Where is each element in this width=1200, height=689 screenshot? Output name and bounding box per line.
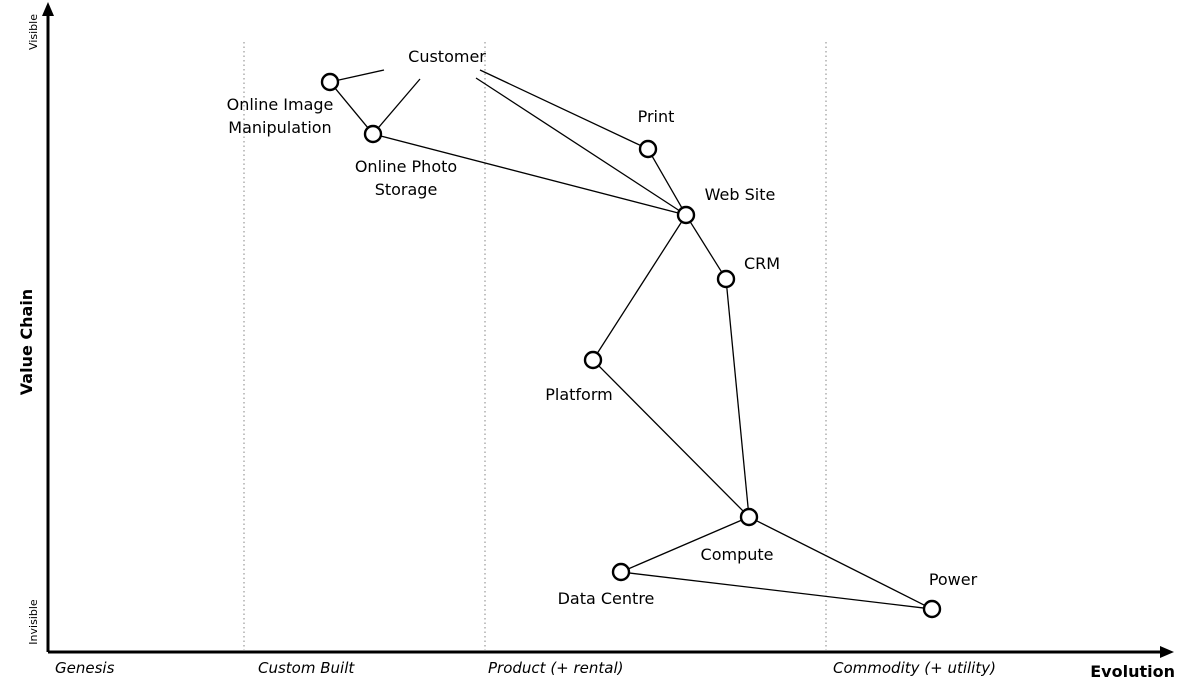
link-crm-to-compute [726, 286, 749, 510]
link-compute-to-data-centre [628, 519, 742, 570]
stage-label-product: Product (+ rental) [488, 659, 624, 677]
label-compute: Compute [701, 545, 774, 564]
label-line: Power [929, 570, 978, 589]
link-customer-to-online-photo-storage [377, 78, 421, 129]
link-web-site-to-platform [596, 221, 683, 354]
stage-label-genesis: Genesis [55, 659, 115, 677]
node-compute-icon [739, 507, 759, 527]
label-print: Print [638, 107, 675, 126]
label-crm: CRM [744, 254, 780, 273]
node-online-photo-storage-icon [363, 124, 383, 144]
y-axis-title: Value Chain [17, 289, 36, 395]
link-print-to-web-site [651, 155, 683, 209]
stage-labels: Genesis Custom Built Product (+ rental) … [55, 659, 996, 677]
label-customer: Customer [408, 47, 486, 66]
label-line: Compute [701, 545, 774, 564]
link-platform-to-compute [598, 365, 744, 512]
y-axis-top-label: Visible [27, 14, 40, 50]
stage-label-custom-built: Custom Built [258, 659, 355, 677]
link-customer-to-print [479, 69, 642, 147]
node-power-icon [922, 599, 942, 619]
link-compute-to-power [755, 520, 926, 606]
label-line: Customer [408, 47, 486, 66]
label-line: Manipulation [228, 118, 331, 137]
label-data-centre: Data Centre [558, 589, 655, 608]
link-online-photo-storage-to-web-site [380, 135, 679, 214]
link-web-site-to-crm [689, 221, 723, 273]
node-web-site-icon [676, 205, 696, 225]
label-line: Platform [545, 385, 612, 404]
node-online-image-manipulation-icon [320, 72, 340, 92]
y-axis-bottom-label: Invisible [27, 599, 40, 645]
link-data-centre-to-power [628, 572, 925, 609]
node-print-icon [638, 139, 658, 159]
axes [42, 2, 1174, 658]
label-line: Online Image [227, 95, 334, 114]
stage-label-commodity: Commodity (+ utility) [833, 659, 996, 677]
link-online-image-manipulation-to-online-photo-storage [334, 87, 369, 129]
link-customer-to-web-site [475, 77, 680, 212]
label-power: Power [929, 570, 978, 589]
x-axis-arrow-icon [1160, 646, 1174, 658]
x-axis-title: Evolution [1090, 662, 1175, 681]
label-line: Online Photo [355, 157, 457, 176]
node-crm-icon [716, 269, 736, 289]
link-customer-to-online-image-manipulation [337, 69, 385, 81]
label-line: Storage [375, 180, 438, 199]
node-data-centre-icon [611, 562, 631, 582]
label-line: Print [638, 107, 675, 126]
node-platform-icon [583, 350, 603, 370]
label-line: Web Site [705, 185, 776, 204]
component-nodes [320, 72, 942, 619]
label-platform: Platform [545, 385, 612, 404]
label-line: CRM [744, 254, 780, 273]
label-web-site: Web Site [705, 185, 776, 204]
label-line: Data Centre [558, 589, 655, 608]
dependency-links [334, 69, 926, 609]
y-axis-arrow-icon [42, 2, 54, 16]
